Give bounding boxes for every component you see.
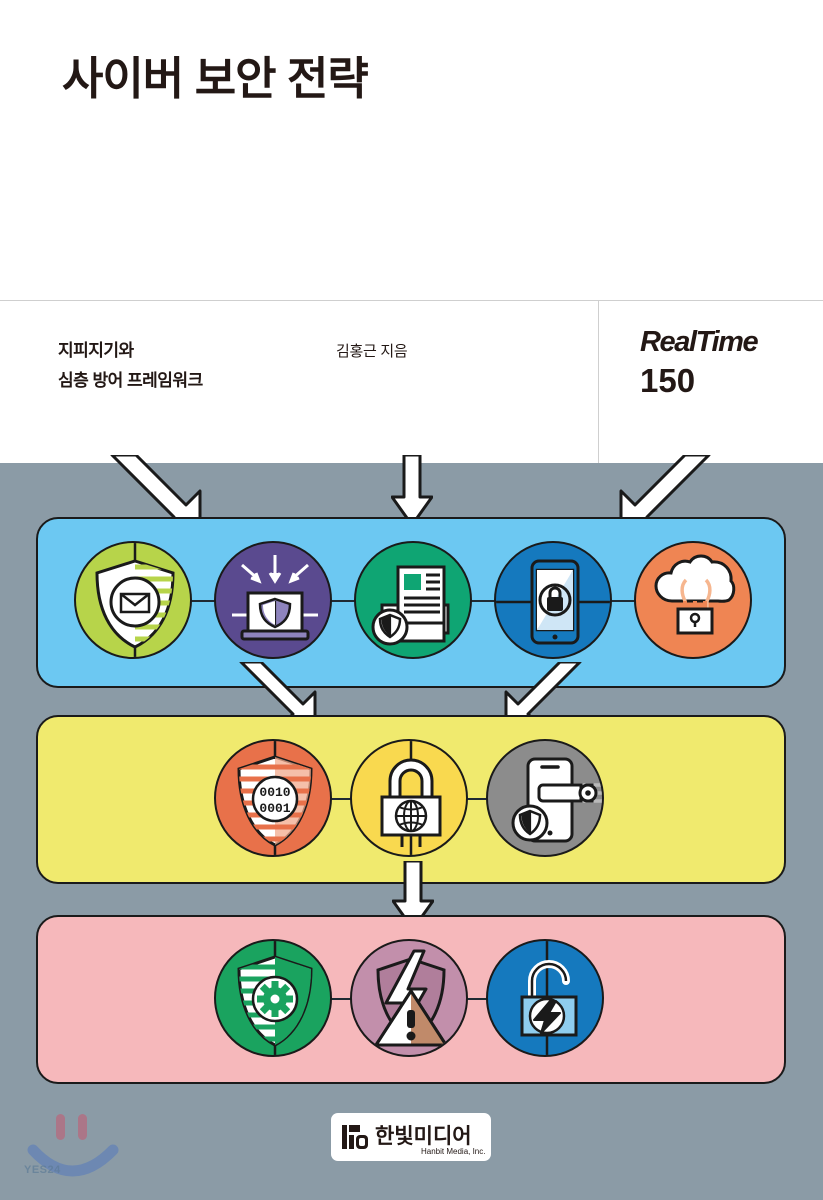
mobile-security-node — [494, 541, 612, 659]
svg-text:0001: 0001 — [259, 801, 290, 816]
cloud-lock-icon — [654, 554, 736, 645]
shield-lightning-warning-icon — [374, 949, 448, 1047]
access-key-node — [486, 739, 604, 857]
cover-header: 사이버 보안 전략 지피지기와 심층 방어 프레임워크 김홍근 지음 RealT… — [0, 0, 823, 463]
yes24-watermark-icon — [27, 1114, 119, 1177]
subtitle: 지피지기와 심층 방어 프레임워크 — [58, 336, 203, 396]
series-name: RealTime — [640, 326, 759, 358]
page-title: 사이버 보안 전략 — [62, 53, 369, 104]
shield-binary-icon: 0010 0001 — [237, 741, 313, 855]
cover-illustration: 0010 0001 — [0, 455, 823, 1200]
connector-line — [314, 600, 384, 603]
arrow-top-center — [391, 455, 433, 527]
svg-text:0010: 0010 — [259, 785, 290, 800]
series-number: 150 — [640, 362, 696, 399]
endpoint-security-node — [214, 541, 332, 659]
open-padlock-lightning-icon — [520, 941, 578, 1055]
cloud-security-node — [634, 541, 752, 659]
connector-line — [594, 600, 664, 603]
yes24-watermark-label: YES24 — [24, 1164, 61, 1176]
shield-gear-icon — [237, 941, 313, 1055]
publisher-logo: 한빛미디어 Hanbit Media, Inc. — [331, 1113, 491, 1161]
breach-response-node — [486, 939, 604, 1057]
email-security-node — [74, 541, 192, 659]
author-name: 김홍근 지음 — [336, 343, 408, 360]
subtitle-line-1: 지피지기와 — [58, 341, 134, 360]
document-security-node — [354, 541, 472, 659]
horizontal-divider — [0, 300, 823, 301]
policy-management-node — [214, 939, 332, 1057]
publisher-name-en: Hanbit Media, Inc. — [421, 1147, 485, 1156]
printer-document-shield-icon — [371, 565, 450, 646]
series-badge: RealTime 150 — [640, 326, 759, 399]
connector-line — [174, 600, 244, 603]
laptop-shield-icon — [232, 555, 318, 641]
web-security-node — [350, 739, 468, 857]
subtitle-line-2: 심층 방어 프레임워크 — [58, 370, 203, 390]
tablet-lock-icon — [496, 559, 610, 645]
padlock-globe-icon — [380, 741, 442, 855]
encryption-node: 0010 0001 — [214, 739, 332, 857]
threat-alert-node — [350, 939, 468, 1057]
vertical-divider — [598, 300, 599, 463]
publisher-name-ko: 한빛미디어 — [375, 1125, 472, 1148]
connector-line — [454, 600, 524, 603]
shield-envelope-icon — [95, 543, 175, 657]
hanbit-media-logo-icon: 한빛미디어 Hanbit Media, Inc. — [342, 1125, 485, 1156]
phone-key-shield-icon — [511, 757, 602, 843]
